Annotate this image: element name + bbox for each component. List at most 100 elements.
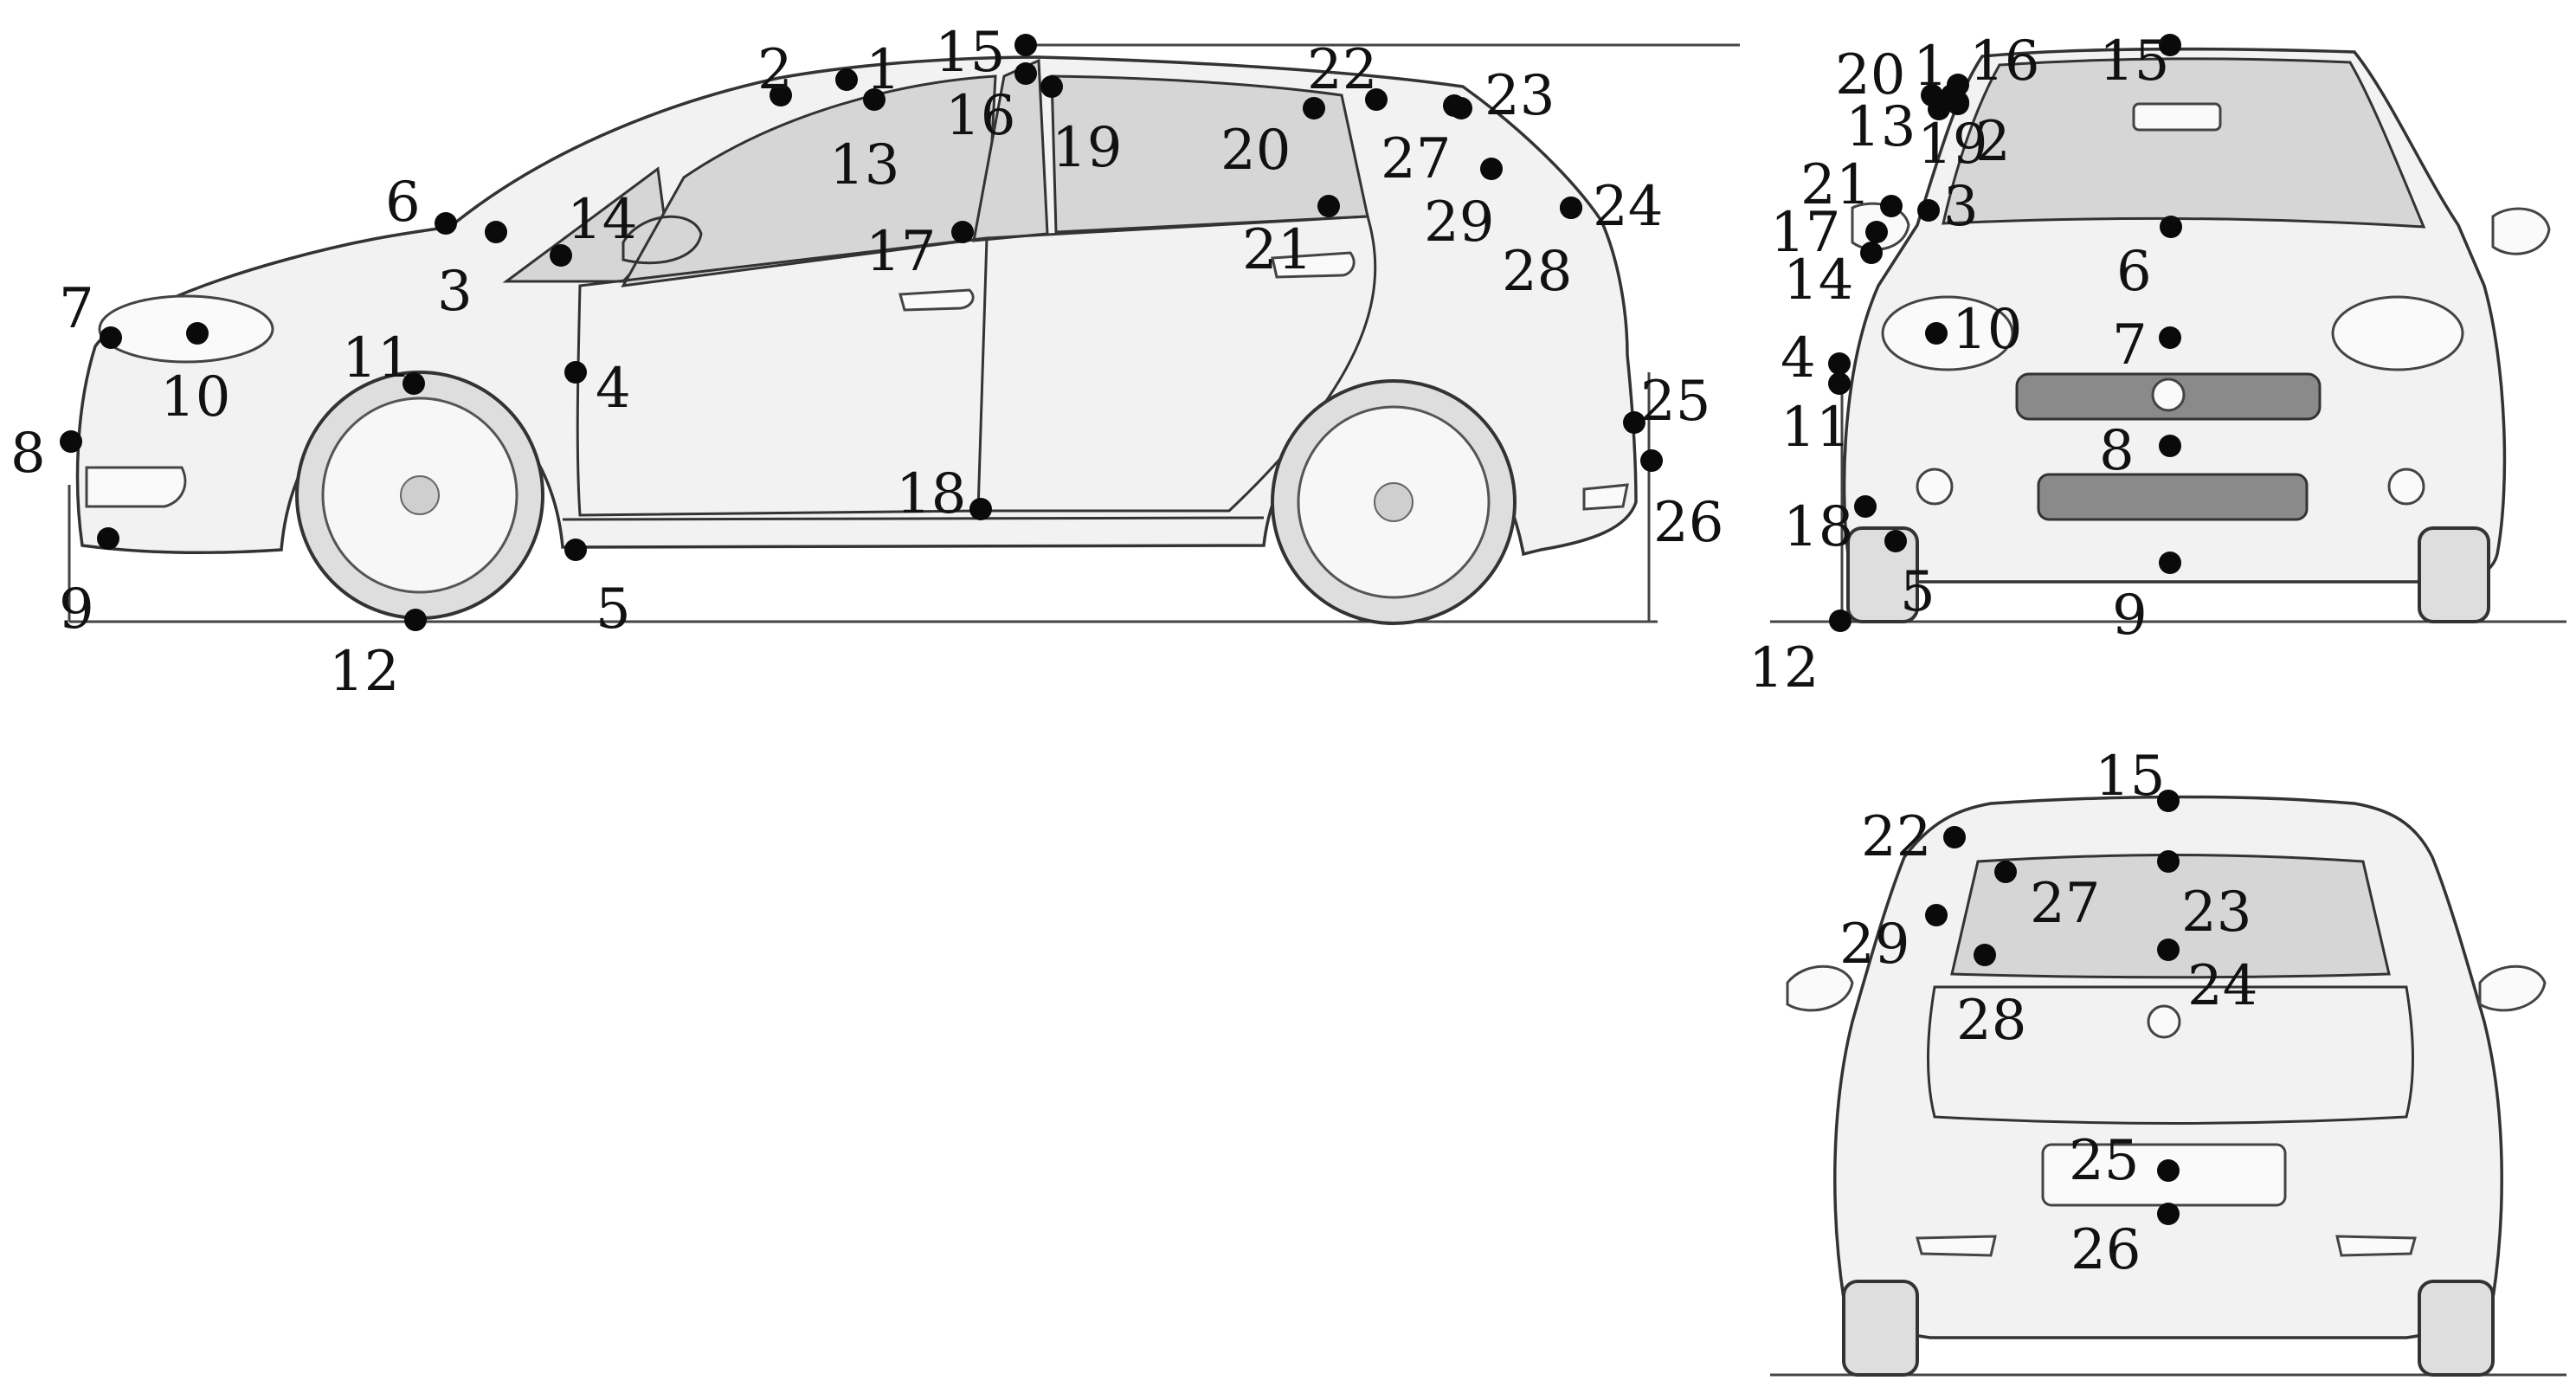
side-point-26-marker <box>1640 449 1663 472</box>
side-point-23-label: 23 <box>1484 64 1555 128</box>
side-point-5-label: 5 <box>596 577 631 642</box>
front-badge <box>2151 377 2186 412</box>
front-left-foglamp <box>1916 468 1954 506</box>
front-view <box>1770 47 2566 623</box>
side-rear-door-handle <box>1271 251 1356 279</box>
side-point-4-marker <box>564 361 587 384</box>
side-point-11-label: 11 <box>342 326 412 390</box>
rear-point-24-marker <box>2157 939 2180 961</box>
front-point-13-marker <box>1928 98 1950 120</box>
rear-point-23-marker <box>2157 850 2180 873</box>
side-point-17-marker <box>951 221 974 243</box>
front-point-21-marker <box>1880 195 1903 217</box>
side-rear-wheel <box>1271 379 1517 625</box>
front-point-8-marker <box>2159 435 2181 457</box>
rear-tailgate <box>1927 985 2414 1125</box>
side-point-19-label: 19 <box>1052 116 1122 180</box>
front-point-21-label: 21 <box>1800 153 1871 217</box>
front-point-16-label: 16 <box>1969 29 2039 94</box>
front-point-3-label: 3 <box>1943 175 1979 239</box>
side-point-14-marker <box>550 244 572 267</box>
front-point-20-label: 20 <box>1835 43 1905 107</box>
front-point-9-marker <box>2159 552 2181 574</box>
rear-point-27-marker <box>1994 861 2017 883</box>
side-front-door-outline <box>576 236 989 517</box>
side-point-1-marker <box>835 68 858 91</box>
rear-right-tire <box>2418 1280 2495 1377</box>
side-front-door-window <box>621 74 997 287</box>
side-point-25-label: 25 <box>1640 370 1710 434</box>
front-point-12-marker <box>1829 610 1852 632</box>
side-point-18-label: 18 <box>896 462 966 526</box>
front-right-headlight <box>2331 295 2464 371</box>
side-point-21-label: 21 <box>1242 218 1312 282</box>
rear-point-22-label: 22 <box>1861 805 1931 869</box>
rear-right-mirror <box>2478 964 2547 1012</box>
side-point-2-marker <box>770 84 792 106</box>
front-point-7-marker <box>2159 326 2181 349</box>
side-front-door-handle <box>898 288 975 312</box>
rear-point-29-label: 29 <box>1839 913 1909 977</box>
rear-point-28-label: 28 <box>1956 989 2026 1053</box>
side-point-24-label: 24 <box>1593 175 1663 239</box>
front-point-17-marker <box>1865 221 1888 243</box>
side-point-17-label: 17 <box>866 220 936 284</box>
side-point-21-marker <box>1317 195 1340 217</box>
side-front-wheel <box>295 371 544 620</box>
rear-point-24-label: 24 <box>2187 954 2257 1018</box>
front-point-13-label: 13 <box>1845 95 1916 159</box>
side-sill <box>562 516 1265 521</box>
side-point-29-marker <box>1480 158 1503 180</box>
rear-point-15-label: 15 <box>2095 745 2165 809</box>
rear-left-tire <box>1842 1280 1919 1377</box>
rear-point-23-label: 23 <box>2181 881 2251 945</box>
front-point-4-label: 4 <box>1781 326 1816 390</box>
side-point-3-marker <box>485 221 507 243</box>
rear-point-25-marker <box>2157 1159 2180 1182</box>
front-point-10-marker <box>1925 322 1948 345</box>
side-point-27-marker <box>1450 97 1472 119</box>
front-rearview-mirror <box>2132 102 2222 132</box>
rear-left-mirror <box>1786 964 1854 1012</box>
side-point-20-label: 20 <box>1220 119 1291 183</box>
side-view <box>68 43 1740 625</box>
side-point-3-label: 3 <box>437 260 473 324</box>
front-point-18-marker <box>1854 495 1877 518</box>
front-point-6-marker <box>2160 216 2182 238</box>
front-point-15-label: 15 <box>2099 29 2169 94</box>
front-point-4-marker <box>1828 352 1851 375</box>
side-point-10-label: 10 <box>160 365 230 429</box>
side-point-12-label: 12 <box>329 640 399 704</box>
front-point-11-marker <box>1828 372 1851 395</box>
front-right-mirror <box>2491 207 2551 255</box>
rear-left-reflector <box>1916 1235 1997 1257</box>
front-right-tire <box>2418 526 2490 623</box>
front-point-14-marker <box>1860 242 1883 264</box>
front-point-5-label: 5 <box>1900 560 1935 624</box>
front-point-2-label: 2 <box>1975 110 2011 174</box>
front-lower-grille <box>2037 473 2309 521</box>
rear-point-26-label: 26 <box>2070 1218 2141 1282</box>
rear-point-15-marker <box>2157 790 2180 812</box>
rear-point-22-marker <box>1943 826 1966 848</box>
front-point-19-label: 19 <box>1917 113 1987 177</box>
side-point-9-marker <box>97 527 119 550</box>
front-right-foglamp <box>2387 468 2425 506</box>
side-point-8-marker <box>60 430 82 453</box>
side-point-20-marker <box>1303 97 1325 119</box>
side-point-13-label: 13 <box>829 133 899 197</box>
side-point-9-label: 9 <box>59 577 94 642</box>
side-point-26-label: 26 <box>1653 491 1723 555</box>
side-point-14-label: 14 <box>567 188 637 252</box>
front-point-1-label: 1 <box>1913 35 1948 99</box>
side-point-29-label: 29 <box>1424 190 1494 255</box>
side-point-13-marker <box>863 88 886 111</box>
rear-badge <box>2147 1004 2181 1039</box>
side-point-15-label: 15 <box>935 21 1005 85</box>
front-point-18-label: 18 <box>1783 495 1853 559</box>
side-point-18-marker <box>969 498 992 520</box>
side-point-28-label: 28 <box>1502 240 1572 304</box>
